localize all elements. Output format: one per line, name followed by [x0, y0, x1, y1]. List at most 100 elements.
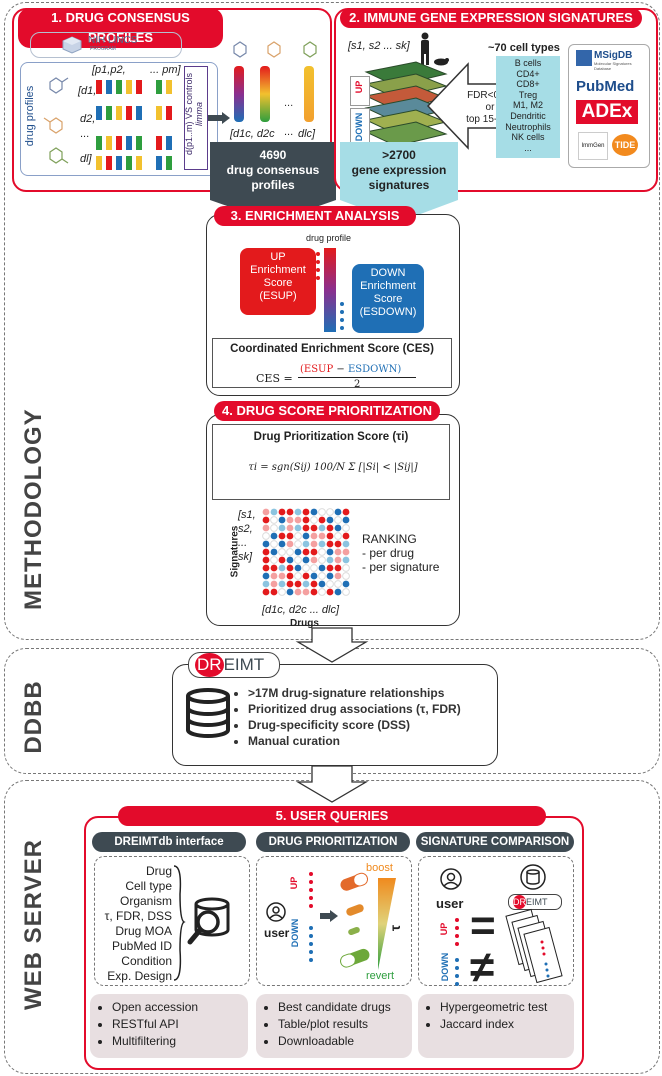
user-icon-col2: [266, 902, 286, 922]
score-dot: [278, 524, 286, 532]
score-dot: [318, 580, 326, 588]
row-d1: [d1,: [78, 85, 97, 97]
score-dot: [318, 516, 326, 524]
score-dot: [342, 588, 350, 596]
equals-sign: =: [470, 901, 496, 950]
score-dot: [286, 516, 294, 524]
cell-type-item: Treg: [518, 89, 538, 100]
score-dot: [294, 516, 302, 524]
down-label: DOWN: [354, 112, 364, 142]
fdr-text: FDR<0.05 or top 15-200: [462, 90, 518, 126]
score-dot: [326, 556, 334, 564]
fdr-line3: top 15-200: [466, 114, 514, 125]
signature-header: [s1, s2 ... sk]: [348, 40, 410, 52]
score-dot: [318, 540, 326, 548]
drug-profiles-label: drug profiles: [24, 85, 36, 147]
database-icon: [186, 688, 230, 738]
p-header-left: [p1,p2,: [92, 64, 126, 76]
score-dot: [326, 588, 334, 596]
col2-title: DRUG PRIORITIZATION: [256, 832, 410, 852]
ranking-item-signature: - per signature: [362, 560, 440, 574]
score-dot: [334, 588, 342, 596]
up-badge: [350, 76, 370, 106]
feature-item: RESTful API: [112, 1017, 248, 1031]
ces-es-down: ESDOWN): [347, 364, 402, 375]
filter-item: Exp. Design: [107, 969, 172, 983]
col2-features: Best candidate drugsTable/plot resultsDo…: [256, 994, 412, 1058]
score-dot: [342, 516, 350, 524]
drugs-axis: Drugs: [290, 618, 319, 629]
score-dot: [270, 572, 278, 580]
dps-formula: τi = sgn(Sij) 100/N Σ [|Si| < |Sij|]: [248, 462, 418, 473]
svg-text:...: ...: [284, 97, 293, 109]
col1-title: DREIMTdb interface: [92, 832, 246, 852]
filter-item: τ, FDR, DSS: [104, 909, 172, 923]
signature-count-line2: signatures: [368, 178, 430, 192]
score-dot: [318, 588, 326, 596]
consensus-count-number: 4690: [259, 148, 287, 162]
score-dot: [318, 572, 326, 580]
score-dot: [326, 508, 334, 516]
score-dot: [310, 548, 318, 556]
user-icon-col3: [440, 868, 462, 890]
score-dot: [278, 540, 286, 548]
score-dot: [302, 548, 310, 556]
score-dot: [278, 588, 286, 596]
score-dot: [294, 556, 302, 564]
feature-item: Hypergeometric test: [440, 1000, 574, 1014]
tide-logo: TIDE: [612, 134, 638, 156]
score-dot: [318, 524, 326, 532]
score-dot: [262, 524, 270, 532]
dps-row-label: ...: [238, 537, 248, 549]
score-dot: [302, 580, 310, 588]
profile-cell: [116, 136, 122, 150]
score-dot: [334, 540, 342, 548]
profile-cell: [166, 80, 172, 94]
dps-row-label: s2,: [238, 523, 253, 535]
down-es-1: DOWN: [370, 267, 406, 279]
score-dot: [334, 524, 342, 532]
profile-cell: [96, 80, 102, 94]
score-dot: [286, 556, 294, 564]
consensus-dots: ...: [284, 126, 294, 138]
score-dot: [310, 508, 318, 516]
methodology-label: METHODOLOGY: [20, 408, 47, 610]
profile-cell: [116, 106, 122, 120]
score-dot: [342, 556, 350, 564]
adex-logo: ADEx: [576, 100, 638, 124]
signature-count: >2700 gene expression signatures: [340, 148, 458, 193]
score-dot: [294, 524, 302, 532]
consensus-count-line1: drug consensus: [226, 163, 320, 177]
up-es-4: (ESUP): [259, 290, 297, 302]
score-dot: [286, 540, 294, 548]
score-dot: [334, 556, 342, 564]
down-es-4: (ESDOWN): [359, 306, 417, 318]
score-dot: [286, 548, 294, 556]
molecule-icons-1: [43, 77, 69, 164]
consensus-dlc: dlc]: [298, 128, 316, 140]
score-dot: [262, 516, 270, 524]
tau-gradient: [378, 878, 396, 970]
ces-denominator: 2: [354, 379, 361, 390]
score-dot: [278, 556, 286, 564]
cell-type-item: ...: [524, 142, 532, 153]
score-dot: [302, 572, 310, 580]
dreimt-mini-dr: DR: [513, 895, 526, 909]
score-dot: [342, 508, 350, 516]
limma-comparison: d(p1..m) VS controls: [184, 72, 194, 156]
dps-title: Drug Prioritization Score (τi): [253, 431, 409, 443]
score-dot: [302, 556, 310, 564]
score-dot: [310, 516, 318, 524]
score-dot: [302, 532, 310, 540]
col1-box: [94, 856, 250, 986]
profile-cell: [96, 156, 102, 170]
ddbb-feature-item: Drug-specificity score (DSS): [248, 718, 461, 732]
score-dot: [342, 572, 350, 580]
col2-revert: revert: [366, 970, 395, 982]
score-dot: [342, 540, 350, 548]
dreimt-logo-dr: DR: [195, 653, 224, 677]
nih-logo-text: NIH LINCS: [88, 35, 138, 46]
col2-user: user: [264, 926, 290, 940]
